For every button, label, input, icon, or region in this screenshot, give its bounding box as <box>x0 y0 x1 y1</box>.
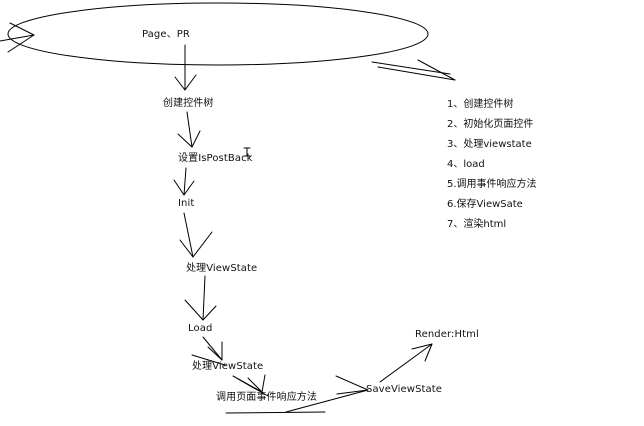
ellipse-label: Page、PR <box>142 29 190 40</box>
arrow-viewstate2-to-events <box>232 374 269 397</box>
step-item: 4、load <box>447 159 485 170</box>
node-process-viewstate-1: 处理ViewState <box>186 263 258 274</box>
step-item: 1、创建控件树 <box>447 99 514 110</box>
node-init: Init <box>178 198 195 209</box>
step-item: 3、处理viewstate <box>447 139 532 150</box>
text-cursor-mark <box>243 147 251 157</box>
step-item: 7、渲染html <box>447 219 507 230</box>
arrow-init-to-viewstate1 <box>179 212 213 258</box>
entry-arrow <box>0 22 35 53</box>
arrow-page-to-create <box>174 44 197 91</box>
node-call-event-handlers: 调用页面事件响应方法 <box>216 392 317 403</box>
steps-list: 1、创建控件树 2、初始化页面控件 3、处理viewstate 4、load 5… <box>447 95 537 235</box>
exit-arrow <box>371 59 456 81</box>
node-save-viewstate: SaveViewState <box>366 384 443 395</box>
node-set-ispostback: 设置IsPostBack <box>178 153 253 164</box>
node-process-viewstate-2: 处理ViewState <box>192 361 264 372</box>
arrow-load-to-viewstate2 <box>191 336 226 366</box>
arrow-create-to-ispostback <box>177 111 201 148</box>
node-load: Load <box>188 323 213 334</box>
step-item: 2、初始化页面控件 <box>447 119 534 130</box>
arrow-save-to-render <box>379 343 433 383</box>
arrow-events-to-save <box>225 375 369 414</box>
step-item: 5.调用事件响应方法 <box>447 179 537 190</box>
arrow-viewstate1-to-load <box>184 275 217 321</box>
step-item: 6.保存ViewSate <box>447 199 523 210</box>
node-create-control-tree: 创建控件树 <box>163 98 214 109</box>
arrow-ispostback-to-init <box>173 167 195 196</box>
node-render-html: Render:Html <box>415 329 479 340</box>
page-ellipse <box>7 2 429 66</box>
